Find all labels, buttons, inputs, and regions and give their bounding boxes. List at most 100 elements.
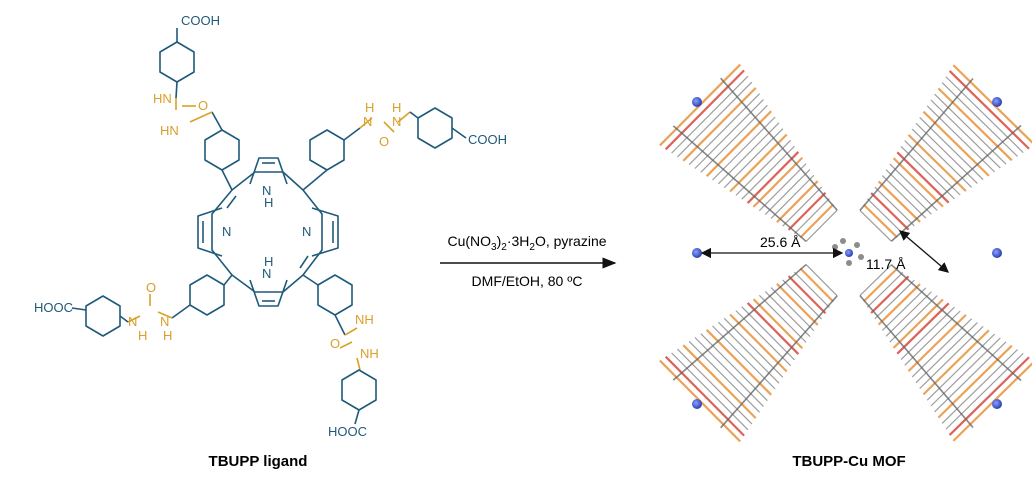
mof-cu-node [845,249,853,257]
mof-strut [941,349,1018,424]
label-nh-core-bot: N [262,266,271,281]
label-n-core-left: N [222,224,231,239]
mof-strut [926,333,996,401]
mof-strut [729,133,788,193]
label-h-tr2: H [392,100,401,115]
mof-strut [870,275,910,314]
mof-strut [892,157,944,208]
mof-strut [948,70,1030,150]
mof-strut [794,198,830,235]
label-h-core-top: H [264,195,273,210]
label-cooh-top: COOH [181,13,220,28]
mof-node [840,238,846,244]
mof-strut [671,75,749,154]
mof-strut [682,344,757,419]
label-hooc-left: HOOC [34,300,73,315]
mof-strut [782,186,823,227]
mof-strut [877,283,921,326]
mof-name: TBUPP-Cu MOF [792,453,905,470]
mof-strut [741,145,795,200]
mof-strut [915,122,978,184]
ligand-labels: COOH COOH HOOC HOOC HN O HN H N H N O N … [34,13,507,439]
label-hn-tl2: HN [160,123,179,138]
mof-strut [741,306,795,361]
mof-strut [870,192,910,231]
mof-strut [770,287,815,332]
mof-node [854,242,860,248]
mof-spine [890,264,1022,382]
label-o-tr: O [379,134,389,149]
reagent-text: Cu(NO3)2·3H2O, pyrazine [447,233,606,253]
mof-strut [729,313,788,373]
label-n-tr2: N [392,114,401,129]
mof-spine [890,124,1022,242]
mof-terminal-atom [992,248,1002,258]
mof-strut [904,140,961,196]
label-n-bl1: N [128,314,137,329]
mof-strut [682,87,757,162]
mof-strut [735,139,792,196]
mof-strut [664,69,745,151]
mof-strut [948,356,1030,436]
label-nh-br2: NH [360,346,379,361]
mof-terminal-atom [692,97,702,107]
mof-strut [805,209,838,242]
mof-terminal-atom [692,399,702,409]
mof-strut [688,93,761,166]
mof-strut [794,271,830,308]
mof-strut [746,302,800,355]
label-o-br: O [330,336,340,351]
mof-strut [907,314,967,372]
label-o-bl: O [146,280,156,295]
mof-strut [676,81,753,158]
reaction-arrow-group: Cu(NO3)2·3H2O, pyrazine DMF/EtOH, 80 ºC [440,233,617,289]
mof-strut [866,272,904,308]
mof-strut [776,282,819,326]
mof-strut [758,163,807,212]
mof-strut [919,325,984,389]
mof-strut [664,355,745,437]
tbupp-cu-mof-structure [659,63,1032,443]
label-n-core-right: N [302,224,311,239]
label-h-bl1: H [138,328,147,343]
mof-strut [900,146,955,200]
mof-strut [758,294,807,343]
mof-strut [752,157,804,208]
mof-strut [712,116,776,181]
mof-strut [859,264,892,297]
mof-strut [941,82,1018,157]
mof-strut [862,203,898,239]
mof-terminal-atom [992,399,1002,409]
mof-strut [787,191,827,231]
mof-strut [900,306,955,360]
mof-terminal-atom [692,248,702,258]
mof-strut [799,203,835,239]
mof-dim-large: 25.6 Å [760,234,801,250]
mof-strut [937,87,1013,162]
mof-node [858,254,864,260]
label-hooc-bottom: HOOC [328,424,367,439]
label-n-bl2: N [160,314,169,329]
mof-strut [735,310,792,367]
mof-strut [937,344,1013,419]
mof-spine [720,295,838,429]
mof-strut [799,267,835,303]
mof-spine [672,263,807,381]
meso-phenyls [171,111,361,336]
label-h-core-bot: H [264,254,273,269]
mof-spine [672,125,807,243]
mof-strut [896,302,950,355]
mof-strut [764,169,811,215]
mof-strut [930,337,1001,407]
mof-strut [881,175,927,219]
mof-node [832,244,838,250]
mof-strut [705,110,773,177]
mof-strut [717,122,780,185]
label-h-tr1: H [365,100,374,115]
mof-strut [866,198,904,234]
mof-strut [717,321,780,384]
mof-strut [671,352,749,431]
label-nh-core-top: N [262,183,271,198]
mof-spine [859,77,974,211]
